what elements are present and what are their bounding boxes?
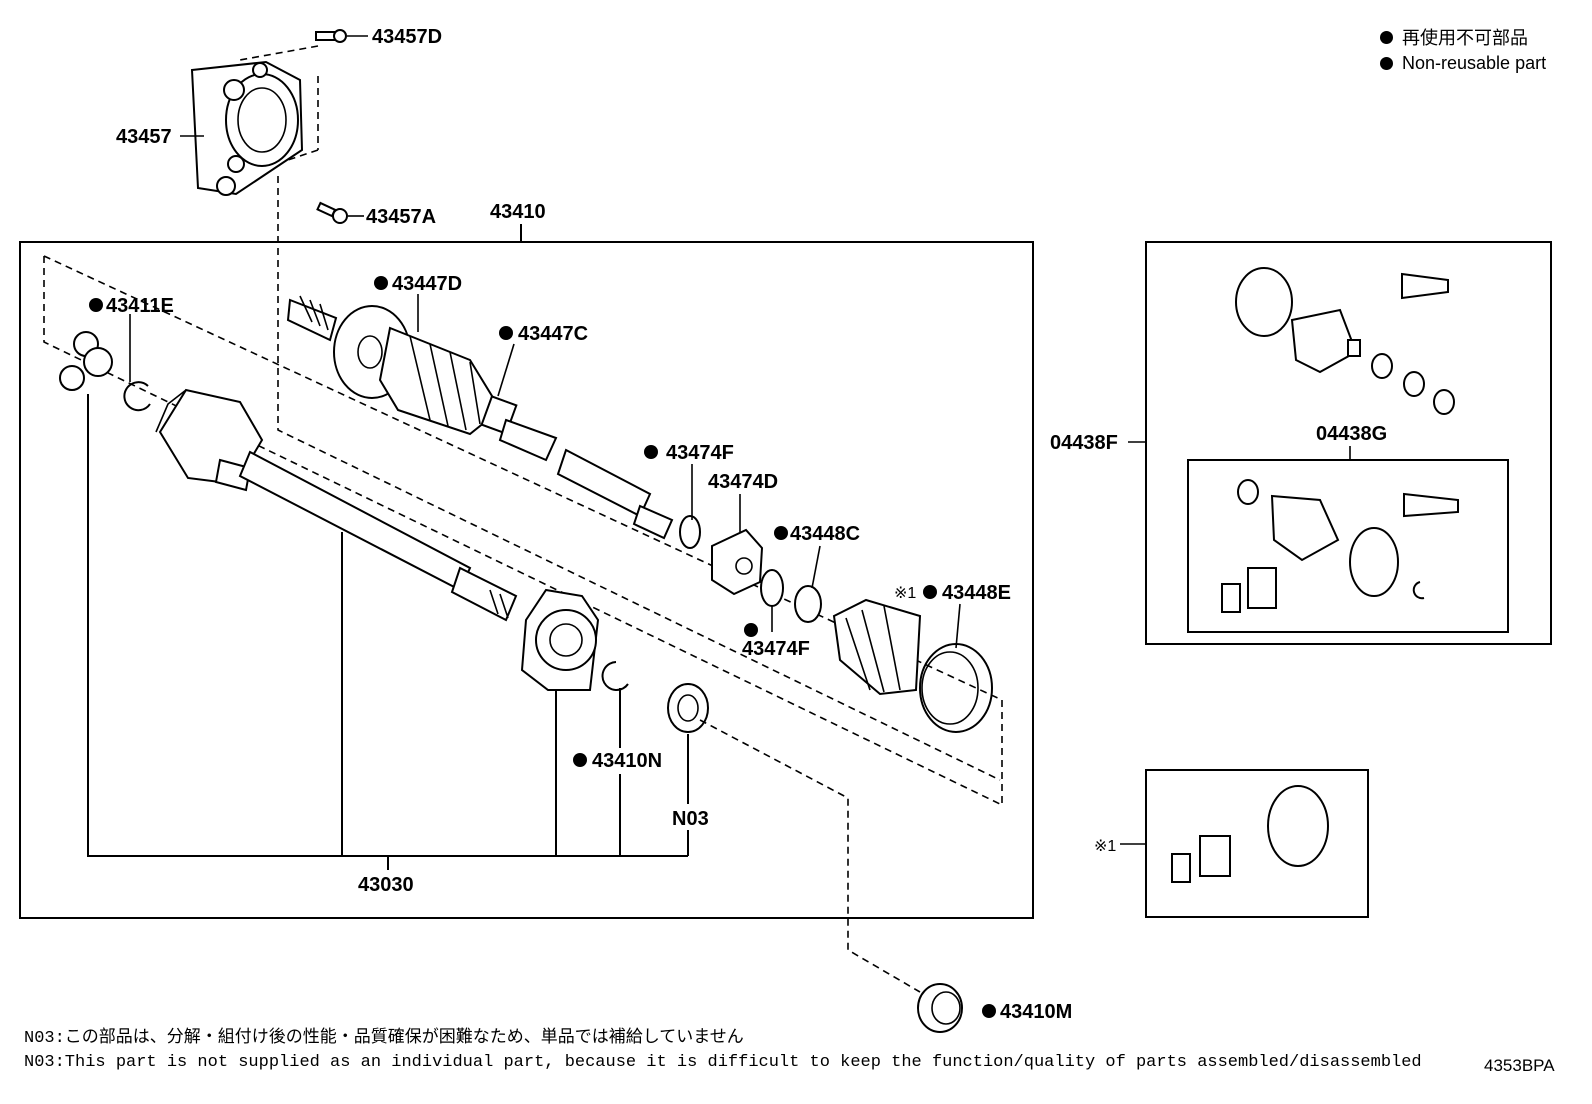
seal-43410M-guide <box>699 719 921 993</box>
label-43410M: 43410M <box>1000 1001 1072 1023</box>
legend-dot-icon <box>1380 30 1393 44</box>
kit-frame-mark1 <box>1145 769 1369 918</box>
note-line: N03:This part is not supplied as an indi… <box>24 1053 1422 1072</box>
legend-label: 再使用不可部品 <box>1402 28 1528 48</box>
nonreusable-dot-43448C <box>774 526 788 540</box>
legend-item-en: Non-reusable part <box>1380 50 1546 76</box>
label-43447D: 43447D <box>392 273 462 295</box>
snap-ring-43411E[interactable] <box>123 381 151 412</box>
label-43448E: 43448E <box>942 582 1011 604</box>
label-n03: N03 <box>672 808 709 830</box>
nonreusable-dot-43474F-upper <box>644 445 658 459</box>
clamp-43474F-lower[interactable] <box>760 569 784 607</box>
label-43411E: 43411E <box>106 295 174 317</box>
leader-43448E <box>955 603 961 649</box>
nonreusable-dot-43411E <box>89 298 103 312</box>
leader-43447C <box>497 343 515 397</box>
dust-seal-n03[interactable] <box>667 683 709 733</box>
inboard-joint-housing[interactable] <box>155 388 264 492</box>
nonreusable-dot-43448E <box>923 585 937 599</box>
footnotes: N03:この部品は、分解・組付け後の性能・品質確保が困難なため、単品では補給して… <box>24 1027 1422 1075</box>
nonreusable-dot-43447D <box>374 276 388 290</box>
label-43457: 43457 <box>116 126 172 148</box>
label-43457A: 43457A <box>366 206 436 228</box>
snap-ring-43410N[interactable] <box>601 661 629 691</box>
label-43474D: 43474D <box>708 471 778 493</box>
bearing-bracket[interactable] <box>190 60 304 196</box>
inboard-boot[interactable] <box>832 598 922 696</box>
tree-43030-base <box>87 394 688 857</box>
label-43474F-lower: 43474F <box>742 638 810 660</box>
oil-seal-43410M[interactable] <box>917 983 963 1033</box>
label-43030: 43030 <box>358 874 414 896</box>
figure-code: 4353BPA <box>1484 1056 1555 1075</box>
note-line: N03:この部品は、分解・組付け後の性能・品質確保が困難なため、単品では補給して… <box>24 1029 744 1048</box>
kit-04438G-parts <box>1221 479 1459 613</box>
label-mark1: ※1 <box>894 585 916 602</box>
label-04438F: 04438F <box>1050 432 1118 454</box>
bolt-43457A[interactable] <box>316 201 348 224</box>
label-43410: 43410 <box>490 201 546 223</box>
legend-label: Non-reusable part <box>1402 52 1547 73</box>
label-43457D: 43457D <box>372 26 442 48</box>
kit-frame-04438F <box>1145 241 1552 645</box>
legend-item-jp: 再使用不可部品 <box>1380 24 1546 50</box>
leader-43448C <box>811 545 821 589</box>
center-bearing-bracket[interactable] <box>520 588 600 691</box>
label-43447C: 43447C <box>518 323 588 345</box>
label-mark1-kit: ※1 <box>1094 838 1116 855</box>
bolt-43457D[interactable] <box>315 29 347 43</box>
kit-04438F-parts <box>1235 267 1455 415</box>
kit-frame-04438G <box>1187 459 1509 633</box>
nonreusable-dot-43447C <box>499 326 513 340</box>
tripod-spider[interactable] <box>59 331 113 391</box>
damper-43474D[interactable] <box>711 528 764 596</box>
label-43474F-upper: 43474F <box>666 442 734 464</box>
clamp-43448C[interactable] <box>794 585 822 623</box>
intermediate-shaft[interactable] <box>238 450 518 622</box>
label-04438G: 04438G <box>1316 423 1387 445</box>
outboard-shaft[interactable] <box>498 418 674 540</box>
bracket-guide-lines <box>239 45 1001 781</box>
nonreusable-dot-43410M <box>982 1004 996 1018</box>
label-43448C: 43448C <box>790 523 860 545</box>
outboard-boot[interactable] <box>378 326 518 436</box>
legend-dot-icon <box>1380 56 1393 70</box>
assembly-frame-43410 <box>19 241 1034 919</box>
clamp-43474F-upper[interactable] <box>679 515 701 549</box>
clamp-43448E[interactable] <box>919 643 993 733</box>
legend: 再使用不可部品 Non-reusable part <box>1380 24 1546 76</box>
label-43410N: 43410N <box>592 750 662 772</box>
nonreusable-dot-43474F-lower <box>744 623 758 637</box>
nonreusable-dot-43410N <box>573 753 587 767</box>
kit-mark1-parts <box>1171 785 1329 883</box>
